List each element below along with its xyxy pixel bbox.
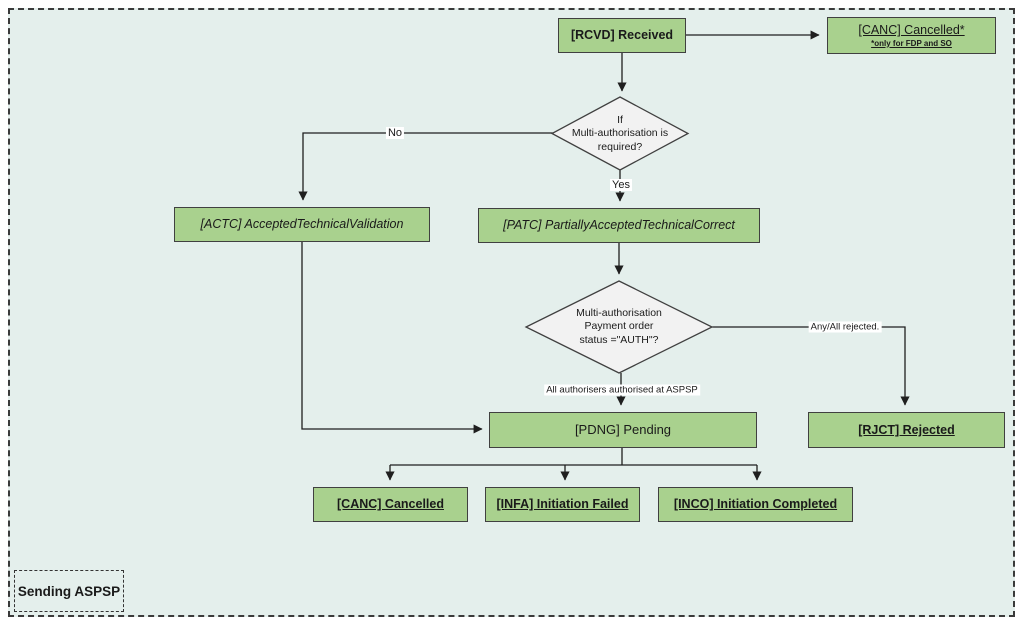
edge-decision2-to-rjct — [712, 326, 910, 406]
node-patc: [PATC] PartiallyAcceptedTechnicalCorrect — [478, 208, 760, 243]
node-canc-top-label: [CANC] Cancelled* — [858, 23, 965, 38]
decision1-diamond — [550, 96, 690, 171]
node-canc-top: [CANC] Cancelled* *only for FDP and SO — [827, 17, 996, 54]
edge-decision1-no-to-actc — [298, 132, 553, 201]
edge-actc-to-pdng — [301, 242, 483, 434]
node-actc: [ACTC] AcceptedTechnicalValidation — [174, 207, 430, 242]
edge-label-no: No — [385, 127, 405, 139]
node-pdng: [PDNG] Pending — [489, 412, 757, 448]
node-rcvd: [RCVD] Received — [558, 18, 686, 53]
edge-label-any-all-rejected: Any/All rejected. — [808, 321, 882, 333]
edge-label-all-authorised: All authorisers authorised at ASPSP — [544, 384, 700, 396]
sending-aspsp-text: Sending ASPSP — [17, 583, 121, 599]
node-canc-top-note: *only for FDP and SO — [871, 38, 952, 48]
sending-aspsp-label: Sending ASPSP — [14, 570, 124, 612]
node-rjct: [RJCT] Rejected — [808, 412, 1005, 448]
node-canc-bottom: [CANC] Cancelled — [313, 487, 468, 522]
edge-label-yes: Yes — [610, 179, 632, 191]
decision2-diamond — [524, 280, 714, 374]
node-inco: [INCO] Initiation Completed — [658, 487, 853, 522]
node-infa: [INFA] Initiation Failed — [485, 487, 640, 522]
